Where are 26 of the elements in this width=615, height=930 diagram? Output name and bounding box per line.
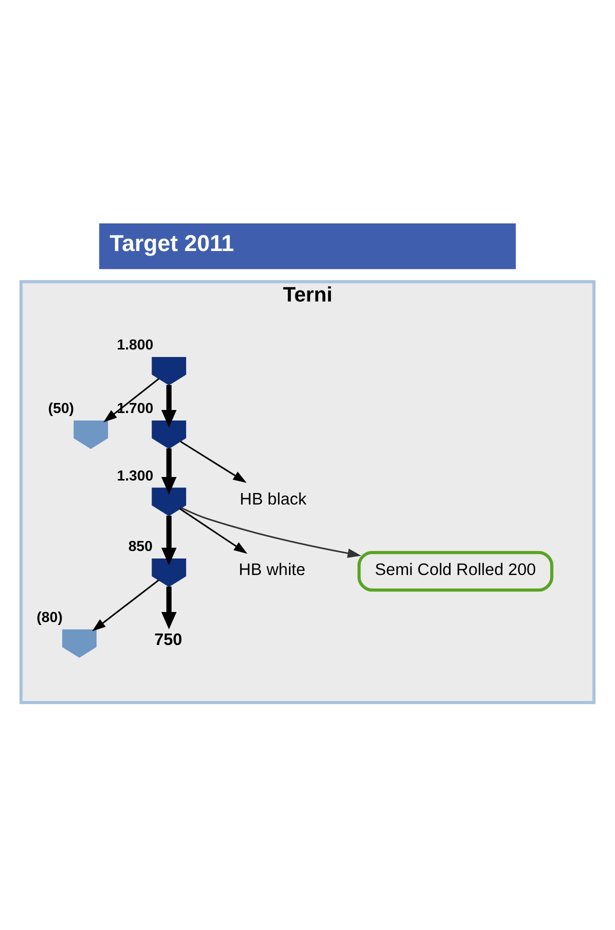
node-label: 1.800 [116,338,154,354]
arrow [161,448,177,494]
node-pentagon [152,558,186,587]
node-label: 850 [128,539,153,556]
arrow [161,384,177,428]
node-pentagon [152,420,186,449]
arrow [181,507,362,558]
node-text: HB white [238,560,306,580]
node-text: 750 [154,630,182,649]
node-label: 1.700 [116,401,154,418]
node-label: (50) [48,401,74,418]
arrow [161,516,177,566]
arrow [103,378,160,422]
node-pentagon [152,356,186,386]
node-label: (80) [36,610,63,626]
node-label: 1.300 [116,468,154,484]
arrow [180,440,247,483]
node-pentagon [152,488,186,516]
node-pentagon [62,629,97,658]
node-pentagon [74,420,108,449]
diagram-title: Target 2011 [110,230,234,256]
node-text: HB black [240,489,306,508]
arrow [161,586,177,630]
arrow [180,508,248,554]
arrow [92,580,160,632]
node-box: Semi Cold Rolled 200 [358,550,554,592]
